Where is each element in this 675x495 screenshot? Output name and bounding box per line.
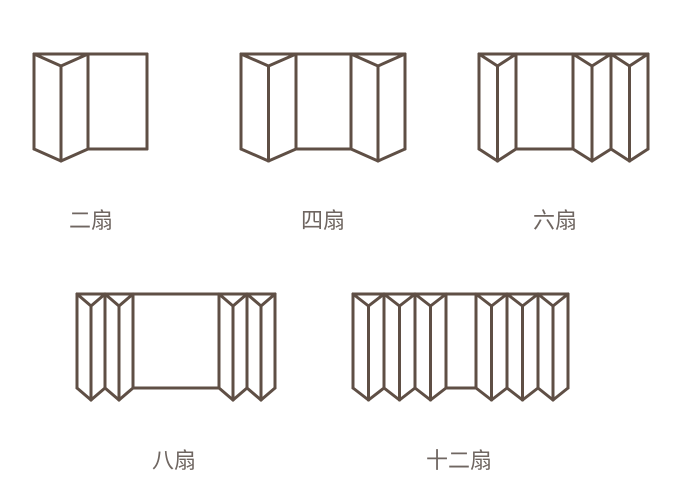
- door-edge: [89, 386, 107, 402]
- folded-panel-pair: [505, 292, 540, 402]
- door-edge: [267, 52, 298, 68]
- open-panel: [444, 292, 478, 390]
- door-edge: [89, 292, 107, 308]
- label-four-panel: 四扇: [300, 209, 346, 234]
- door-edge: [571, 147, 594, 163]
- door-edge: [75, 386, 93, 402]
- door-figure-8-panels: [75, 292, 277, 402]
- door-edge: [551, 386, 570, 402]
- door-edge: [477, 147, 499, 163]
- door-edge: [32, 52, 63, 68]
- door-edge: [496, 147, 518, 163]
- label-eight-panel: 八扇: [151, 449, 197, 474]
- folded-panel-pair: [382, 292, 417, 402]
- door-edge: [413, 292, 432, 308]
- door-edge: [474, 386, 493, 402]
- door-edge: [349, 52, 380, 68]
- door-edge: [536, 292, 555, 308]
- door-edge: [505, 292, 524, 308]
- door-edge: [32, 147, 63, 163]
- door-edge: [259, 386, 277, 402]
- door-edge: [536, 386, 555, 402]
- door-edge: [477, 52, 499, 68]
- door-edge: [245, 292, 263, 308]
- door-edge: [429, 386, 448, 402]
- door-edge: [505, 386, 524, 402]
- folded-panel-pair: [245, 292, 277, 402]
- folded-panel-pair: [609, 52, 650, 163]
- door-edge: [217, 386, 235, 402]
- door-figure-2-panels: [32, 52, 149, 163]
- door-edge: [382, 292, 401, 308]
- door-edge: [609, 147, 631, 163]
- door-edge: [628, 147, 650, 163]
- folded-panel-pair: [103, 292, 135, 402]
- folded-panel-pair: [349, 52, 407, 163]
- door-edge: [474, 292, 493, 308]
- door-edge: [217, 292, 235, 308]
- folded-panel-pair: [571, 52, 613, 163]
- label-twelve-panel: 十二扇: [425, 449, 493, 474]
- door-edge: [382, 386, 401, 402]
- door-edge: [117, 292, 135, 308]
- folded-panel-pair: [32, 52, 90, 163]
- door-edge: [521, 292, 540, 308]
- door-edge: [429, 292, 448, 308]
- label-six-panel: 六扇: [532, 209, 578, 234]
- door-edge: [590, 52, 613, 68]
- door-figure-12-panels: [351, 292, 570, 402]
- door-edge: [628, 52, 650, 68]
- door-edge: [521, 386, 540, 402]
- door-edge: [590, 147, 613, 163]
- door-edge: [398, 386, 417, 402]
- door-edge: [259, 292, 277, 308]
- door-edge: [117, 386, 135, 402]
- folded-panel-pair: [75, 292, 107, 402]
- door-edge: [239, 147, 270, 163]
- door-edge: [245, 386, 263, 402]
- folded-panel-pair: [474, 292, 509, 402]
- folded-panel-pair: [217, 292, 249, 402]
- door-edge: [59, 147, 90, 163]
- door-edge: [351, 292, 370, 308]
- door-edge: [59, 52, 90, 68]
- door-edge: [351, 386, 370, 402]
- door-edge: [231, 292, 249, 308]
- door-edge: [490, 386, 509, 402]
- door-figure-6-panels: [477, 52, 650, 163]
- open-panel: [131, 292, 221, 390]
- folded-panel-pair: [413, 292, 448, 402]
- door-edge: [413, 386, 432, 402]
- door-edge: [551, 292, 570, 308]
- door-edge: [367, 292, 386, 308]
- door-edge: [103, 292, 121, 308]
- open-panel: [294, 52, 353, 151]
- door-edge: [398, 292, 417, 308]
- door-edge: [496, 52, 518, 68]
- door-edge: [349, 147, 380, 163]
- door-edge: [267, 147, 298, 163]
- door-edge: [376, 147, 407, 163]
- folded-panel-pair: [351, 292, 386, 402]
- folded-panel-pair: [536, 292, 570, 402]
- door-edge: [376, 52, 407, 68]
- door-edge: [609, 52, 631, 68]
- door-edge: [231, 386, 249, 402]
- door-figure-4-panels: [239, 52, 407, 163]
- door-edge: [75, 292, 93, 308]
- door-edge: [103, 386, 121, 402]
- folded-panel-pair: [239, 52, 298, 163]
- door-edge: [490, 292, 509, 308]
- door-edge: [571, 52, 594, 68]
- folded-panel-pair: [477, 52, 518, 163]
- open-panel: [86, 52, 149, 151]
- open-panel: [514, 52, 575, 151]
- label-two-panel: 二扇: [68, 209, 114, 234]
- door-edge: [367, 386, 386, 402]
- door-edge: [239, 52, 270, 68]
